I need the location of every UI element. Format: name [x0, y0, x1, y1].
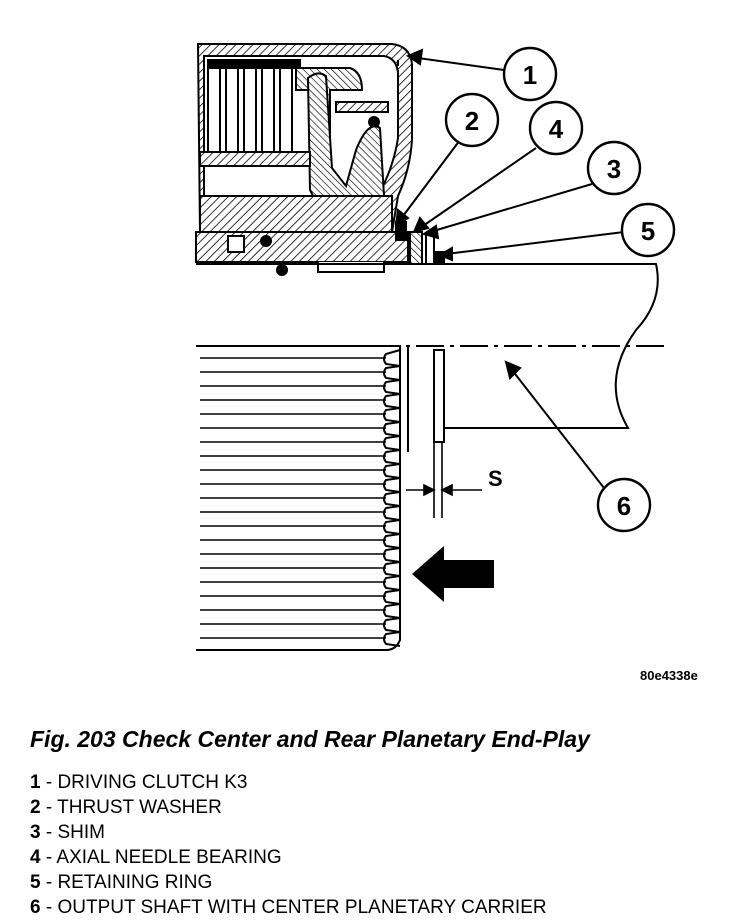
clutch-k3-assembly — [195, 43, 413, 276]
svg-text:1: 1 — [523, 60, 537, 90]
figure-code: 80e4338e — [640, 668, 698, 683]
callout-1: 1 — [502, 46, 558, 102]
thrust-parts — [395, 221, 445, 265]
shim — [425, 233, 435, 265]
callout-2: 2 — [444, 92, 500, 148]
force-arrow — [412, 546, 494, 602]
legend-item: 3 - SHIM — [30, 822, 105, 843]
measurement-s: S — [406, 442, 503, 518]
callout-5: 5 — [620, 202, 676, 258]
svg-text:6: 6 — [617, 491, 631, 521]
callouts: 1 2 4 3 5 6 — [444, 46, 676, 533]
figure-caption: Fig. 203 Check Center and Rear Planetary… — [30, 726, 590, 752]
legend-item: 6 - OUTPUT SHAFT WITH CENTER PLANETARY C… — [30, 897, 547, 918]
svg-text:5: 5 — [641, 216, 655, 246]
callout-3: 3 — [586, 140, 642, 196]
callout-leaders — [394, 48, 625, 489]
s-label: S — [488, 466, 503, 491]
callout-6: 6 — [596, 477, 652, 533]
legend-item: 2 - THRUST WASHER — [30, 797, 222, 818]
legend-item: 4 - AXIAL NEEDLE BEARING — [30, 847, 282, 868]
svg-text:3: 3 — [607, 154, 621, 184]
svg-text:2: 2 — [465, 106, 479, 136]
rear-planetary-carrier — [196, 345, 401, 651]
callout-4: 4 — [528, 100, 584, 156]
legend-item: 5 - RETAINING RING — [30, 872, 213, 893]
axial-needle-bearing — [409, 231, 423, 265]
legend: 1 - DRIVING CLUTCH K3 2 - THRUST WASHER … — [30, 770, 547, 920]
planetary-end-play-diagram: S 1 2 4 3 — [195, 43, 676, 651]
legend-item: 1 - DRIVING CLUTCH K3 — [30, 772, 248, 793]
svg-text:4: 4 — [549, 114, 564, 144]
